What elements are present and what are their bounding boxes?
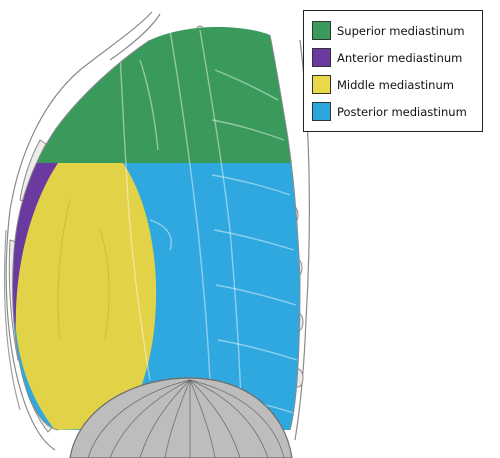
legend: Superior mediastinum Anterior mediastinu… [303,10,483,132]
legend-item-middle: Middle mediastinum [312,71,476,98]
legend-swatch-superior [312,21,331,40]
legend-swatch-middle [312,75,331,94]
legend-item-posterior: Posterior mediastinum [312,98,476,125]
legend-label-anterior: Anterior mediastinum [337,51,462,65]
legend-label-superior: Superior mediastinum [337,24,465,38]
legend-label-posterior: Posterior mediastinum [337,105,467,119]
legend-swatch-anterior [312,48,331,67]
legend-label-middle: Middle mediastinum [337,78,454,92]
superior-mediastinum-region [0,0,320,163]
legend-item-anterior: Anterior mediastinum [312,44,476,71]
legend-swatch-posterior [312,102,331,121]
legend-item-superior: Superior mediastinum [312,17,476,44]
